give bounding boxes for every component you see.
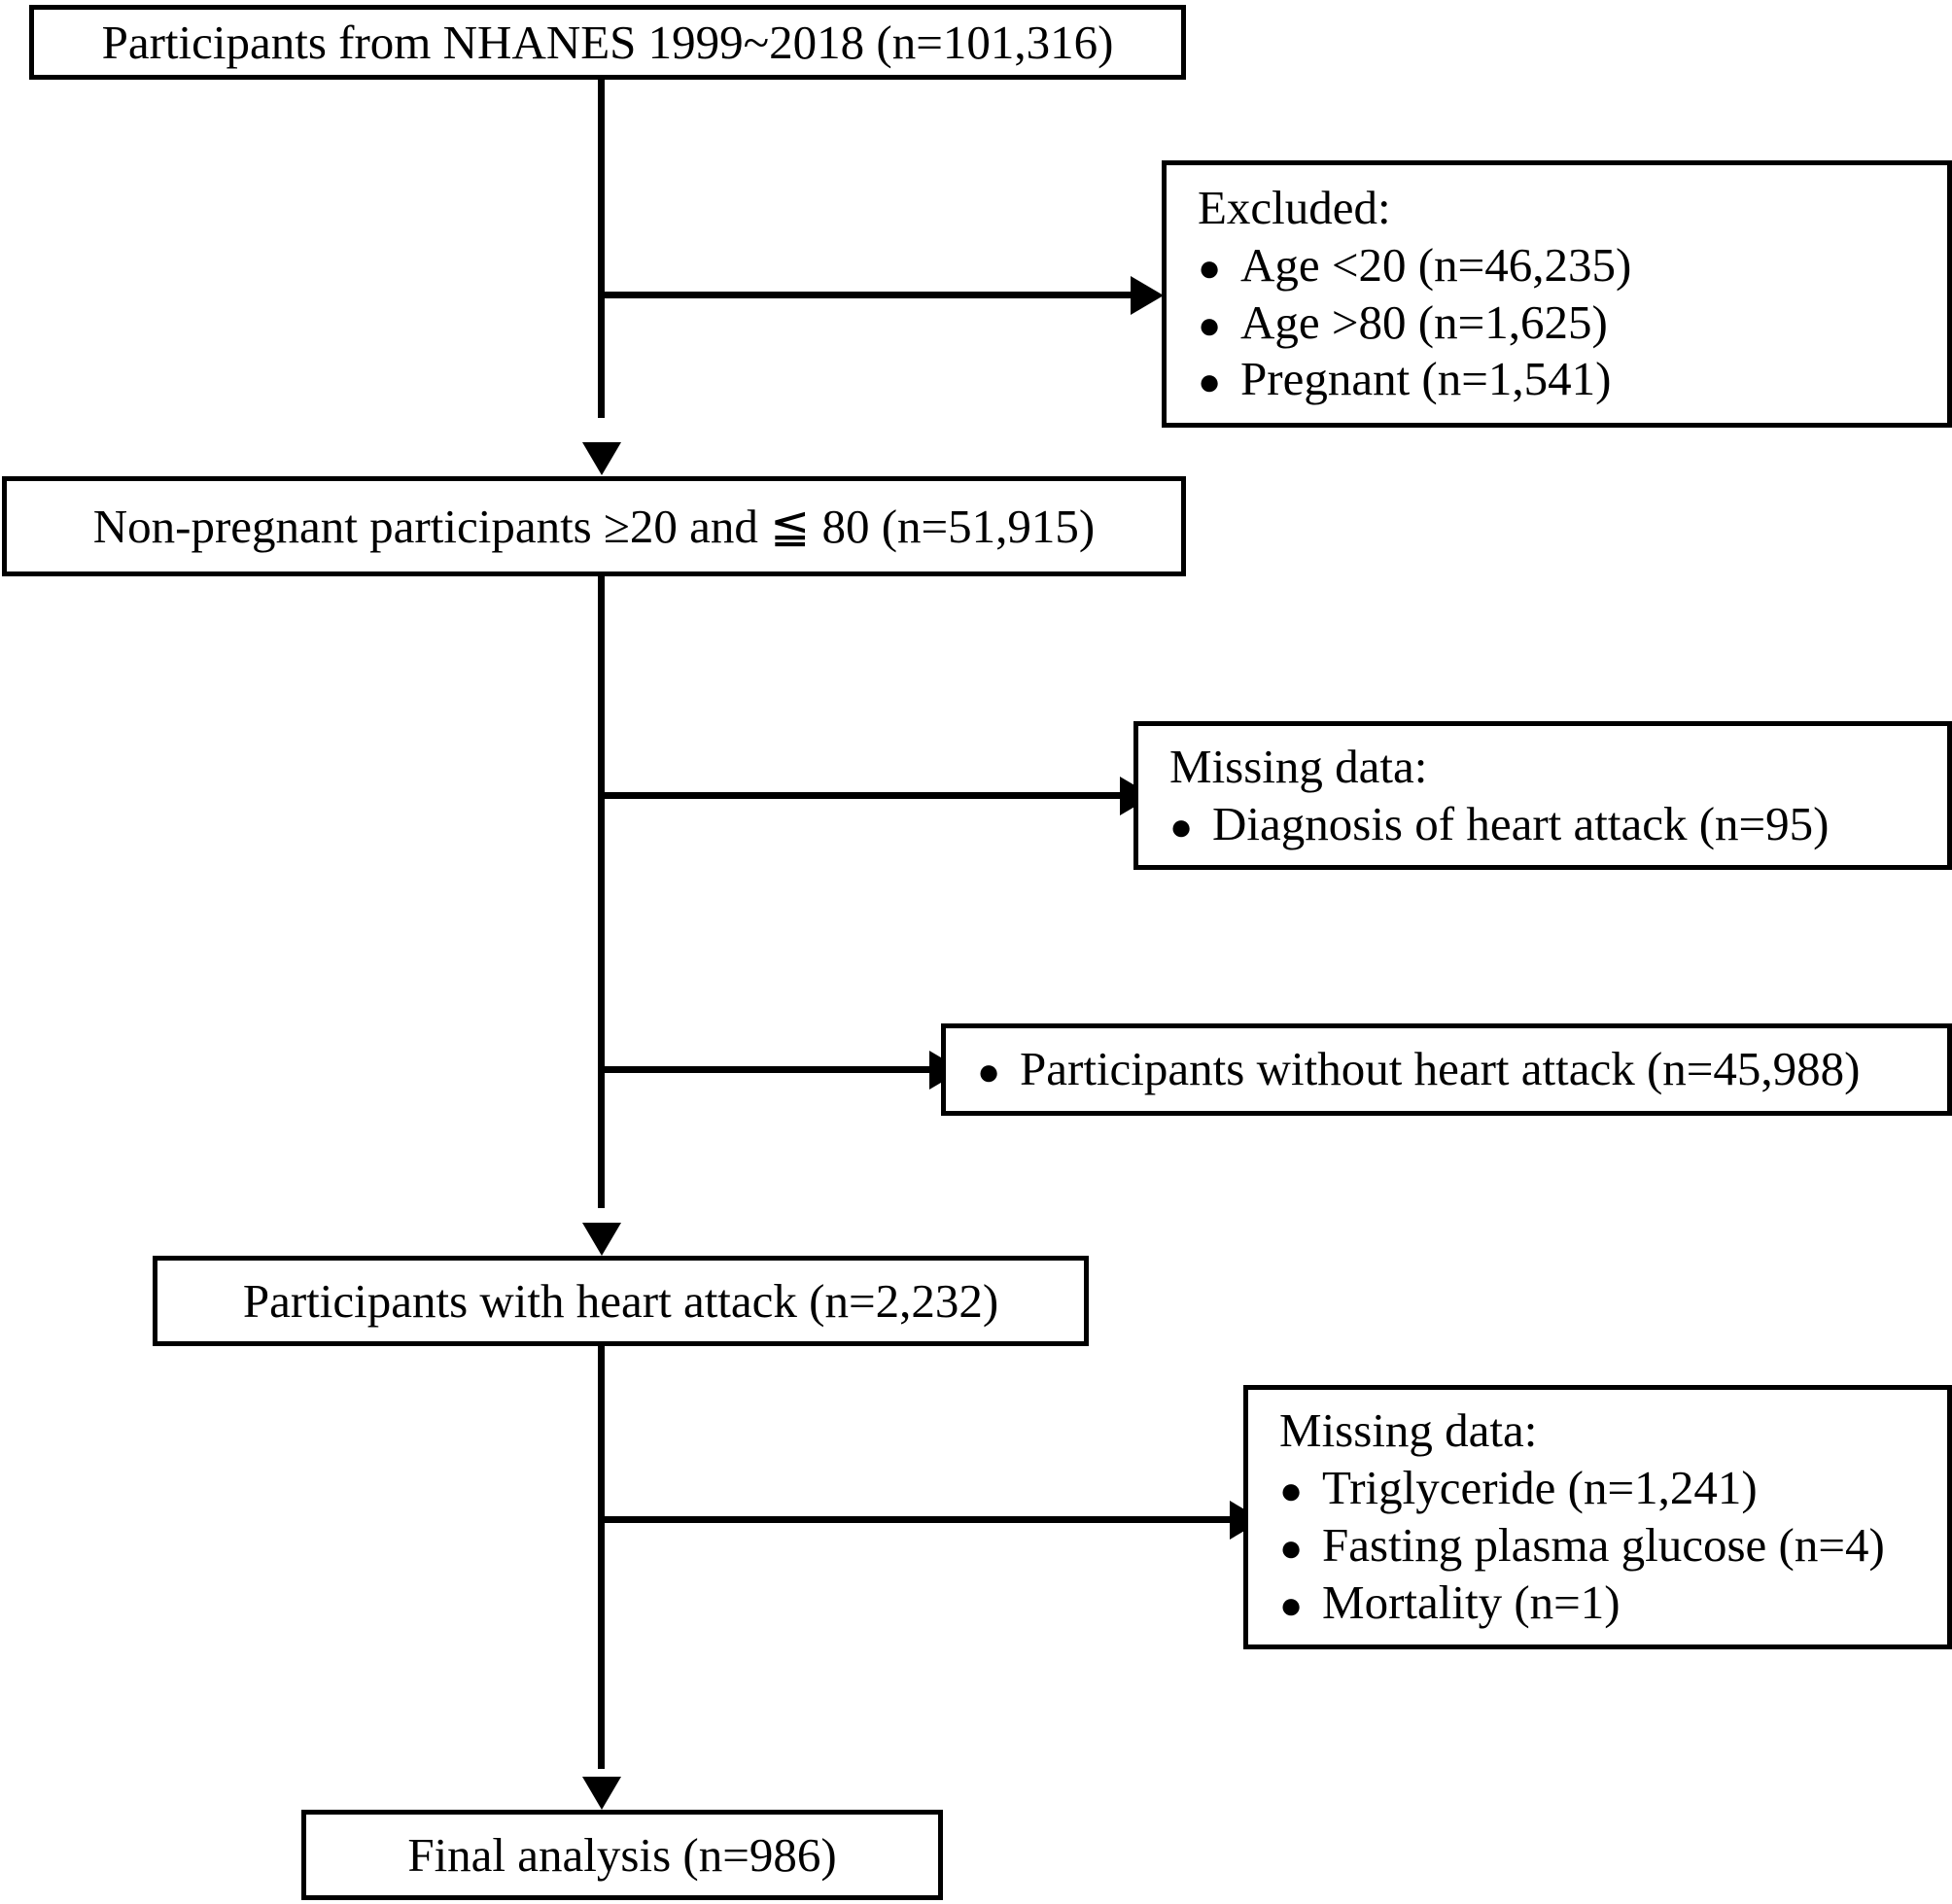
without-heart-attack-item-list: ● Participants without heart attack (n=4… xyxy=(977,1041,1947,1098)
without-heart-attack-item-label: Participants without heart attack (n=45,… xyxy=(1020,1042,1861,1096)
missing-labs-item-list: ● Triglyceride (n=1,241) ● Fasting plasm… xyxy=(1279,1460,1947,1631)
source-population-label: Participants from NHANES 1999~2018 (n=10… xyxy=(101,15,1114,69)
node-with-heart-attack: Participants with heart attack (n=2,232) xyxy=(153,1256,1089,1346)
connector-main-stem-3 xyxy=(598,1346,605,1769)
node-missing-data-diagnosis: Missing data: ● Diagnosis of heart attac… xyxy=(1133,721,1952,870)
excluded-item-list: ● Age <20 (n=46,235) ● Age >80 (n=1,625)… xyxy=(1198,237,1947,408)
bullet-icon: ● xyxy=(1198,302,1222,347)
excluded-item-label: Age <20 (n=46,235) xyxy=(1240,237,1632,292)
arrowhead-to-excluded xyxy=(1131,276,1164,315)
bullet-icon: ● xyxy=(1169,804,1194,848)
node-eligible-population: Non-pregnant participants ≥20 and ≦ 80 (… xyxy=(2,476,1186,576)
node-source-population: Participants from NHANES 1999~2018 (n=10… xyxy=(29,5,1186,80)
excluded-heading: Excluded: xyxy=(1198,180,1391,234)
missing-labs-item-label: Triglyceride (n=1,241) xyxy=(1322,1461,1758,1515)
connector-main-stem-2 xyxy=(598,576,605,1208)
eligible-population-label: Non-pregnant participants ≥20 and ≦ 80 (… xyxy=(92,499,1096,553)
list-item: ● Diagnosis of heart attack (n=95) xyxy=(1169,796,1947,853)
bullet-icon: ● xyxy=(977,1050,1001,1094)
arrowhead-to-with-heart-attack xyxy=(582,1223,621,1256)
final-analysis-label: Final analysis (n=986) xyxy=(407,1827,837,1882)
list-item: ● Participants without heart attack (n=4… xyxy=(977,1041,1947,1098)
bullet-icon: ● xyxy=(1279,1526,1304,1570)
node-final-analysis: Final analysis (n=986) xyxy=(301,1810,943,1900)
missing-diagnosis-heading: Missing data: xyxy=(1169,739,1428,793)
missing-labs-item-label: Mortality (n=1) xyxy=(1322,1575,1621,1629)
list-item: ● Triglyceride (n=1,241) xyxy=(1279,1460,1947,1517)
missing-diagnosis-item-label: Diagnosis of heart attack (n=95) xyxy=(1212,796,1830,850)
arrowhead-to-final-analysis xyxy=(582,1777,621,1810)
list-item: ● Fasting plasma glucose (n=4) xyxy=(1279,1517,1947,1575)
excluded-item-label: Pregnant (n=1,541) xyxy=(1240,352,1612,406)
list-item: ● Age >80 (n=1,625) xyxy=(1198,294,1947,352)
bullet-icon: ● xyxy=(1279,1469,1304,1513)
arrowhead-to-eligible xyxy=(582,442,621,475)
connector-branch-missing-diagnosis xyxy=(598,792,1133,799)
missing-labs-item-label: Fasting plasma glucose (n=4) xyxy=(1322,1518,1885,1572)
connector-branch-missing-labs xyxy=(598,1516,1243,1523)
bullet-icon: ● xyxy=(1279,1582,1304,1627)
node-excluded: Excluded: ● Age <20 (n=46,235) ● Age >80… xyxy=(1162,160,1952,428)
missing-diagnosis-item-list: ● Diagnosis of heart attack (n=95) xyxy=(1169,796,1947,853)
node-missing-data-labs: Missing data: ● Triglyceride (n=1,241) ●… xyxy=(1243,1385,1952,1649)
excluded-item-label: Age >80 (n=1,625) xyxy=(1240,294,1608,349)
missing-labs-heading: Missing data: xyxy=(1279,1403,1538,1458)
connector-branch-excluded xyxy=(598,292,1143,298)
connector-branch-without-heart-attack xyxy=(598,1066,943,1073)
node-without-heart-attack: ● Participants without heart attack (n=4… xyxy=(941,1023,1952,1116)
list-item: ● Mortality (n=1) xyxy=(1279,1575,1947,1632)
list-item: ● Pregnant (n=1,541) xyxy=(1198,351,1947,408)
bullet-icon: ● xyxy=(1198,245,1222,290)
with-heart-attack-label: Participants with heart attack (n=2,232) xyxy=(242,1273,999,1328)
connector-main-stem-1 xyxy=(598,80,605,418)
list-item: ● Age <20 (n=46,235) xyxy=(1198,237,1947,294)
bullet-icon: ● xyxy=(1198,360,1222,404)
